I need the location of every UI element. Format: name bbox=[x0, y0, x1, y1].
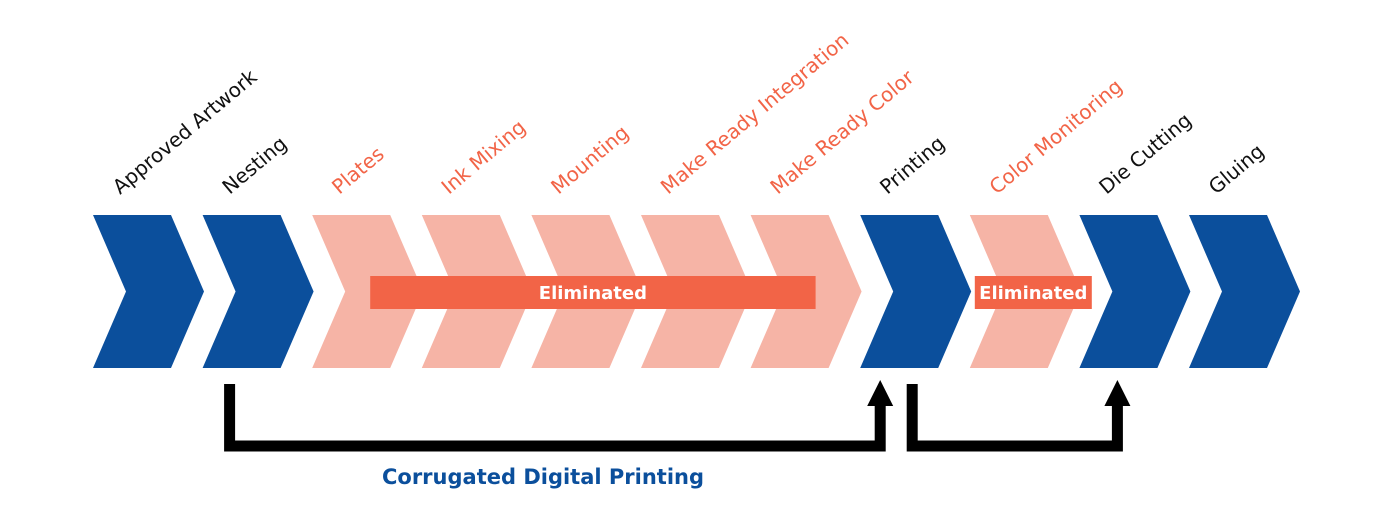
chevron-gluing bbox=[1189, 215, 1300, 368]
chevron-plates bbox=[312, 215, 424, 368]
step-label-make-ready-integration: Make Ready Integration bbox=[656, 28, 854, 199]
chevron-printing bbox=[860, 215, 972, 368]
step-label-mounting: Mounting bbox=[546, 120, 633, 199]
eliminated-banner-1 bbox=[370, 276, 816, 309]
eliminated-banners: Eliminated Eliminated bbox=[370, 276, 1092, 309]
step-label-ink-mixing: Ink Mixing bbox=[437, 115, 531, 199]
chevron-die-cutting bbox=[1079, 215, 1191, 368]
eliminated-banner-2 bbox=[974, 276, 1092, 309]
step-label-printing: Printing bbox=[875, 131, 949, 199]
connector-arrows bbox=[224, 380, 1131, 452]
diagram-caption: Corrugated Digital Printing bbox=[382, 465, 704, 489]
eliminated-banner-label-2: Eliminated bbox=[979, 283, 1087, 304]
chevron-approved-artwork bbox=[93, 215, 204, 368]
connector-arrowhead-1 bbox=[867, 380, 894, 406]
connector-line-1 bbox=[224, 384, 886, 452]
eliminated-banner-label-1: Eliminated bbox=[539, 283, 647, 304]
step-label-die-cutting: Die Cutting bbox=[1094, 108, 1196, 199]
connector-arrowhead-2 bbox=[1104, 380, 1131, 406]
step-label-plates: Plates bbox=[327, 142, 389, 199]
chevron-nesting bbox=[202, 215, 314, 368]
connector-line-2 bbox=[906, 384, 1123, 452]
step-label-nesting: Nesting bbox=[217, 131, 291, 199]
step-label-gluing: Gluing bbox=[1204, 139, 1269, 199]
